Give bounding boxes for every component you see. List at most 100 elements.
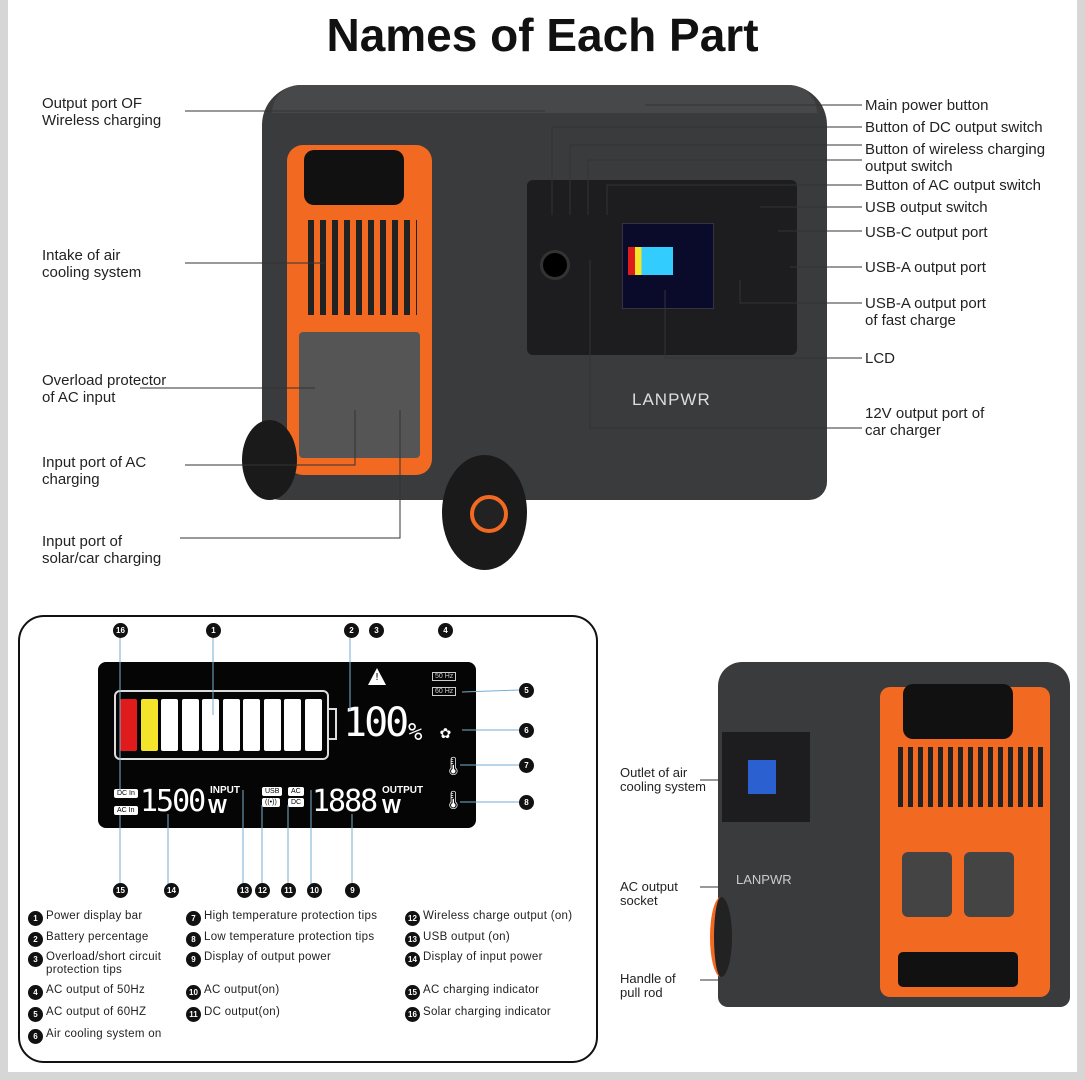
battery-cell <box>304 699 322 751</box>
legend-number: 7 <box>186 911 201 926</box>
label-pull-rod: Handle of pull rod <box>620 971 676 1000</box>
legend-number: 4 <box>28 985 43 1000</box>
callout-number: 4 <box>438 623 453 638</box>
legend-number: 1 <box>28 911 43 926</box>
label-solar-input: Input port of solar/car charging <box>42 533 162 567</box>
hz60-tag: 60 Hz <box>432 687 457 696</box>
label-air-outlet: Outlet of air cooling system <box>620 765 706 794</box>
legend-number: 11 <box>186 1007 201 1022</box>
ac-tag: AC <box>288 787 304 796</box>
output-label: OUTPUT <box>382 785 424 796</box>
callout-number: 11 <box>281 883 296 898</box>
battery-cell <box>243 699 260 751</box>
legend-item: Display of input power <box>423 951 543 963</box>
legend-number: 8 <box>186 932 201 947</box>
callout-number: 16 <box>113 623 128 638</box>
pull-rod-handle <box>898 952 1018 987</box>
legend-item: Overload/short circuit protection tips <box>46 951 162 976</box>
battery-cell <box>222 699 240 751</box>
battery-cell <box>263 699 281 751</box>
label-main-power: Main power button <box>865 97 989 114</box>
usb-tag: USB <box>262 787 283 796</box>
input-unit: W <box>208 796 227 818</box>
label-overload-protector: Overload protector of AC input <box>42 372 167 406</box>
legend-item: USB output (on) <box>423 931 510 943</box>
callout-number: 3 <box>369 623 384 638</box>
power-station-main: LANPWR <box>242 85 827 570</box>
brand-logo-side: LANPWR <box>736 872 792 887</box>
brand-logo: LANPWR <box>632 390 711 409</box>
legend-item: AC charging indicator <box>423 984 540 996</box>
label-usbc-port: USB-C output port <box>865 224 988 241</box>
legend-number: 5 <box>28 1007 43 1022</box>
legend-number: 10 <box>186 985 201 1000</box>
legend-number: 2 <box>28 932 43 947</box>
battery-outline <box>114 690 329 760</box>
callout-number: 13 <box>237 883 252 898</box>
callout-number: 8 <box>519 795 534 810</box>
callout-number: 10 <box>307 883 322 898</box>
output-power-value: 1888 <box>312 784 378 819</box>
legend-item: Display of output power <box>204 951 332 963</box>
input-panel <box>297 330 422 460</box>
wheel-rear <box>242 420 297 500</box>
battery-cell <box>202 699 219 751</box>
label-lcd: LCD <box>865 350 896 367</box>
legend-item: Wireless charge output (on) <box>423 910 573 922</box>
label-ac-input: Input port of AC charging <box>42 454 147 488</box>
dc-tag: DC <box>288 798 305 807</box>
power-station-side: LANPWR <box>710 662 1070 1024</box>
ac-in-tag: AC In <box>114 806 138 815</box>
label-usb-switch: USB output switch <box>865 199 988 216</box>
legend-number: 15 <box>405 985 420 1000</box>
page-title: Names of Each Part <box>326 9 759 61</box>
legend-number: 12 <box>405 911 420 926</box>
legend-number: 3 <box>28 952 43 967</box>
label-dc-switch: Button of DC output switch <box>865 119 1043 136</box>
label-air-intake: Intake of air cooling system <box>42 247 142 281</box>
fan-icon: ✿ <box>440 722 451 743</box>
legend-number: 9 <box>186 952 201 967</box>
label-usba-fast: USB-A output port of fast charge <box>865 295 986 329</box>
battery-cell <box>140 699 158 751</box>
battery-cell <box>161 699 178 751</box>
legend-item: Solar charging indicator <box>423 1006 552 1018</box>
callout-number: 9 <box>345 883 360 898</box>
legend-item: AC output of 60HZ <box>46 1006 147 1018</box>
legend-item: DC output(on) <box>204 1006 281 1018</box>
legend-number: 14 <box>405 952 420 967</box>
callout-number: 5 <box>519 683 534 698</box>
battery-cell <box>120 699 137 751</box>
ac-socket <box>964 852 1014 917</box>
legend-number: 6 <box>28 1029 43 1044</box>
callout-number: 7 <box>519 758 534 773</box>
high-temp-icon: 🌡 <box>442 756 465 777</box>
callout-number: 2 <box>344 623 359 638</box>
label-car-charger: 12V output port of car charger <box>865 405 985 439</box>
label-ac-socket: AC output socket <box>620 879 678 908</box>
callout-number: 15 <box>113 883 128 898</box>
legend-item: Power display bar <box>46 910 143 922</box>
dc-in-tag: DC In <box>114 789 138 798</box>
legend-item: AC output(on) <box>204 984 280 996</box>
car-charger-port <box>540 250 570 280</box>
legend-item: Battery percentage <box>46 931 149 943</box>
battery-percentage: 100 <box>343 700 409 746</box>
low-temp-icon: 🌡 <box>442 790 465 811</box>
input-label: INPUT <box>210 785 240 796</box>
label-usba-port: USB-A output port <box>865 259 986 276</box>
legend-item: Low temperature protection tips <box>204 931 375 943</box>
output-unit: W <box>382 796 401 818</box>
handle <box>304 150 404 205</box>
legend-item: AC output of 50Hz <box>46 984 146 996</box>
legend-item: High temperature protection tips <box>204 910 378 922</box>
percent-sign: % <box>408 718 423 746</box>
callout-number: 14 <box>164 883 179 898</box>
label-wireless-output: Output port OF Wireless charging <box>42 95 162 129</box>
battery-cell <box>284 699 301 751</box>
label-ac-switch: Button of AC output switch <box>865 177 1041 194</box>
legend-number: 13 <box>405 932 420 947</box>
callout-number: 6 <box>519 723 534 738</box>
input-power-value: 1500 <box>140 784 206 819</box>
